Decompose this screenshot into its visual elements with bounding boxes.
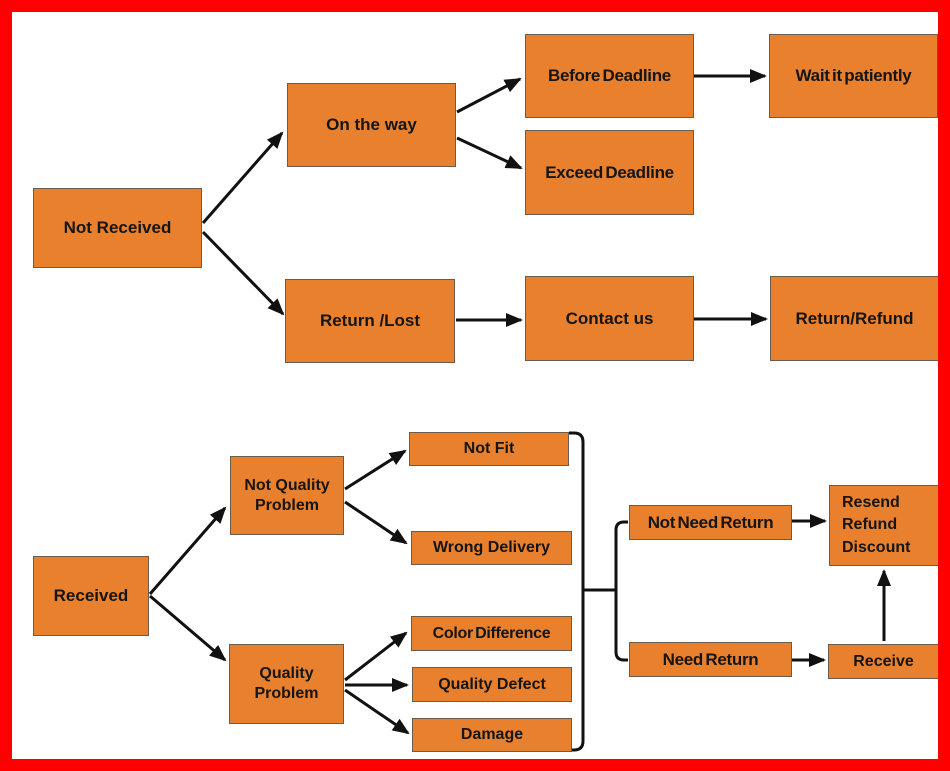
node-quality-problem: Quality Problem: [229, 644, 344, 724]
node-need-return: Need Return: [629, 642, 792, 677]
node-not-quality-problem: Not Quality Problem: [230, 456, 344, 535]
arrow-on-the-way-to-before-deadline: [456, 77, 522, 114]
node-exceed-deadline: Exceed Deadline: [525, 130, 694, 215]
node-return-refund: Return/Refund: [770, 276, 938, 361]
arrow-received-to-not-quality-problem: [148, 506, 227, 595]
node-damage: Damage: [412, 718, 572, 752]
node-receive: Receive: [828, 644, 938, 679]
node-color-difference: Color Difference: [411, 616, 572, 651]
node-wait-it-patiently: Wait it patiently: [769, 34, 938, 118]
arrow-on-the-way-to-exceed-deadline: [456, 136, 523, 170]
node-wrong-delivery: Wrong Delivery: [411, 531, 572, 565]
node-contact-us: Contact us: [525, 276, 694, 361]
arrow-not-quality-problem-to-wrong-delivery: [344, 500, 408, 545]
arrow-not-received-to-return-lost: [201, 230, 285, 316]
node-before-deadline: Before Deadline: [525, 34, 694, 118]
arrow-not-received-to-on-the-way: [201, 131, 284, 224]
node-resend-refund-discount: Resend Refund Discount: [829, 485, 938, 566]
arrow-quality-problem-to-damage: [344, 688, 410, 735]
arrow-not-quality-problem-to-not-fit: [344, 449, 407, 491]
bracket-return-split: [614, 520, 628, 662]
connectors-layer: [148, 69, 891, 752]
arrow-quality-problem-to-color-difference: [344, 631, 408, 682]
bracket-outcomes-collector: [569, 431, 585, 752]
node-return-lost: Return /Lost: [285, 279, 455, 363]
node-not-received: Not Received: [33, 188, 202, 268]
node-not-need-return: Not Need Return: [629, 505, 792, 540]
node-received: Received: [33, 556, 149, 636]
node-on-the-way: On the way: [287, 83, 456, 167]
arrow-received-to-quality-problem: [149, 594, 227, 662]
node-not-fit: Not Fit: [409, 432, 569, 466]
node-quality-defect: Quality Defect: [412, 667, 572, 702]
